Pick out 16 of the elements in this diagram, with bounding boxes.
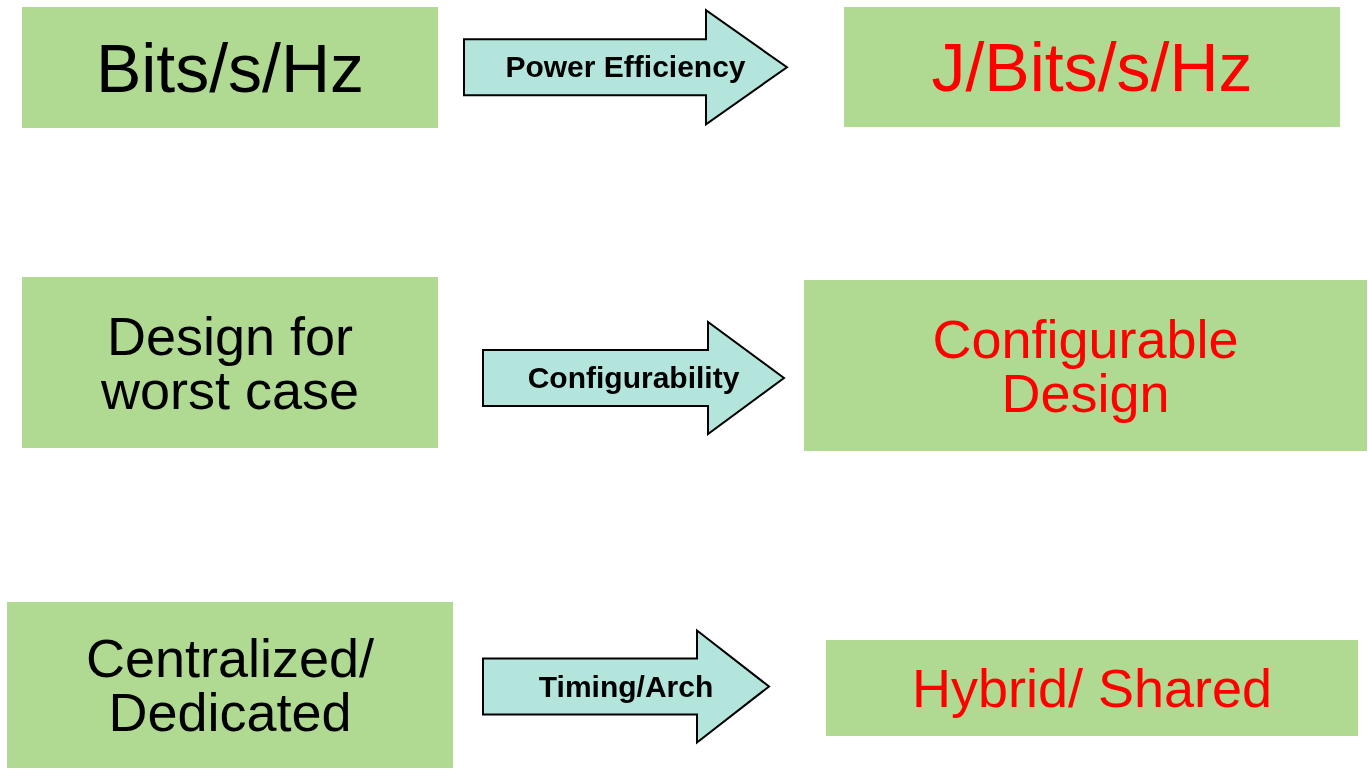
box-text: Design for worst case	[99, 308, 361, 417]
block-arrow	[482, 628, 771, 745]
process-box	[22, 7, 438, 128]
block-arrow	[482, 320, 786, 436]
process-box	[804, 280, 1367, 451]
edge-label: Timing/Arch	[538, 671, 714, 702]
process-box	[844, 7, 1340, 127]
box-text: J/Bits/s/Hz	[931, 33, 1253, 101]
process-box	[7, 602, 453, 768]
process-box	[826, 640, 1358, 736]
block-arrow	[463, 8, 789, 127]
box-text: Centralized/ Dedicated	[84, 631, 376, 739]
edge-label: Power Efficiency	[505, 52, 746, 83]
box-text: Bits/s/Hz	[95, 33, 365, 102]
edge-label: Configurability	[527, 363, 740, 393]
process-box	[22, 277, 438, 448]
